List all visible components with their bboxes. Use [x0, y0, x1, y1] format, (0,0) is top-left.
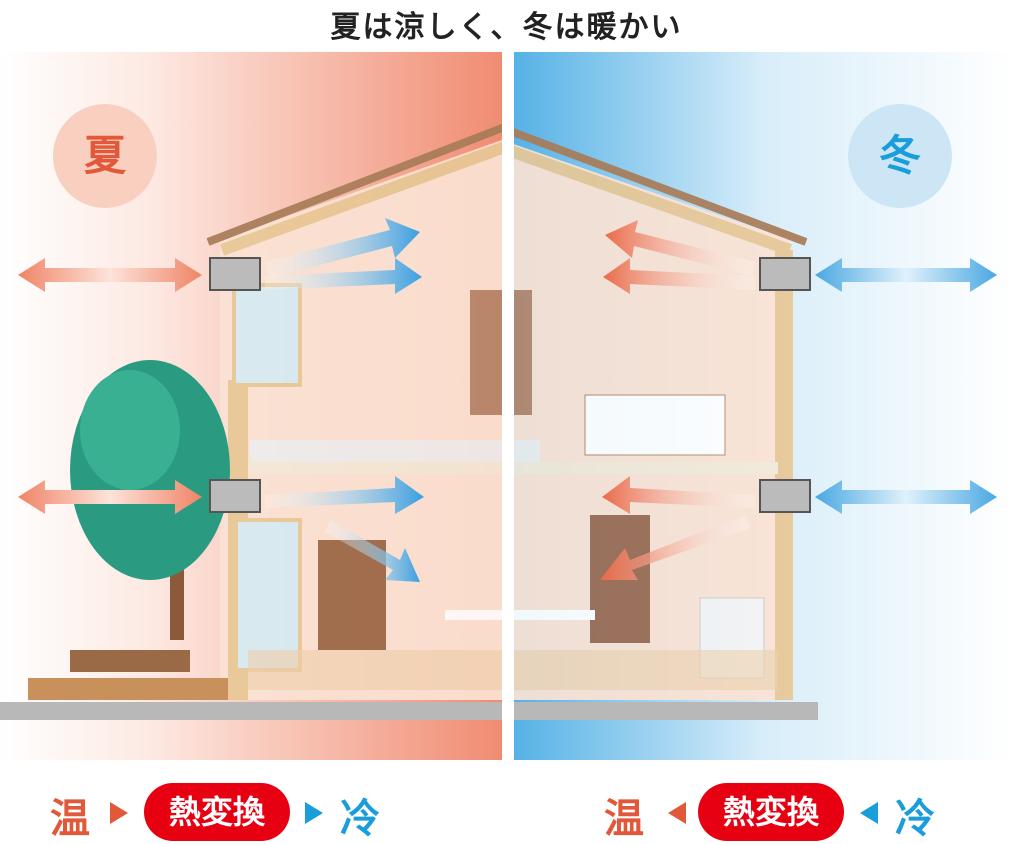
ventilation-units	[209, 257, 811, 513]
outdoor-arrows	[18, 258, 997, 514]
summer-warm-label: 温	[50, 796, 90, 842]
summer-cool-label: 冷	[340, 796, 380, 842]
summer-badge: 夏	[53, 104, 157, 208]
arrow-left-icon	[860, 802, 878, 824]
arrow-right-icon	[305, 802, 323, 824]
tree	[28, 360, 230, 700]
summer-exchange-badge: 熱変換	[144, 783, 290, 841]
winter-cool-label: 冷	[895, 796, 935, 842]
winter-badge: 冬	[848, 104, 952, 208]
arrow-left-icon	[668, 802, 686, 824]
winter-exchange-badge: 熱変換	[698, 783, 844, 841]
winter-warm-label: 温	[604, 796, 644, 842]
page-title: 夏は涼しく、冬は暖かい	[330, 10, 683, 45]
arrow-right-icon	[110, 802, 128, 824]
indoor-arrows	[265, 218, 755, 582]
divider	[502, 52, 514, 760]
ground	[0, 702, 818, 720]
